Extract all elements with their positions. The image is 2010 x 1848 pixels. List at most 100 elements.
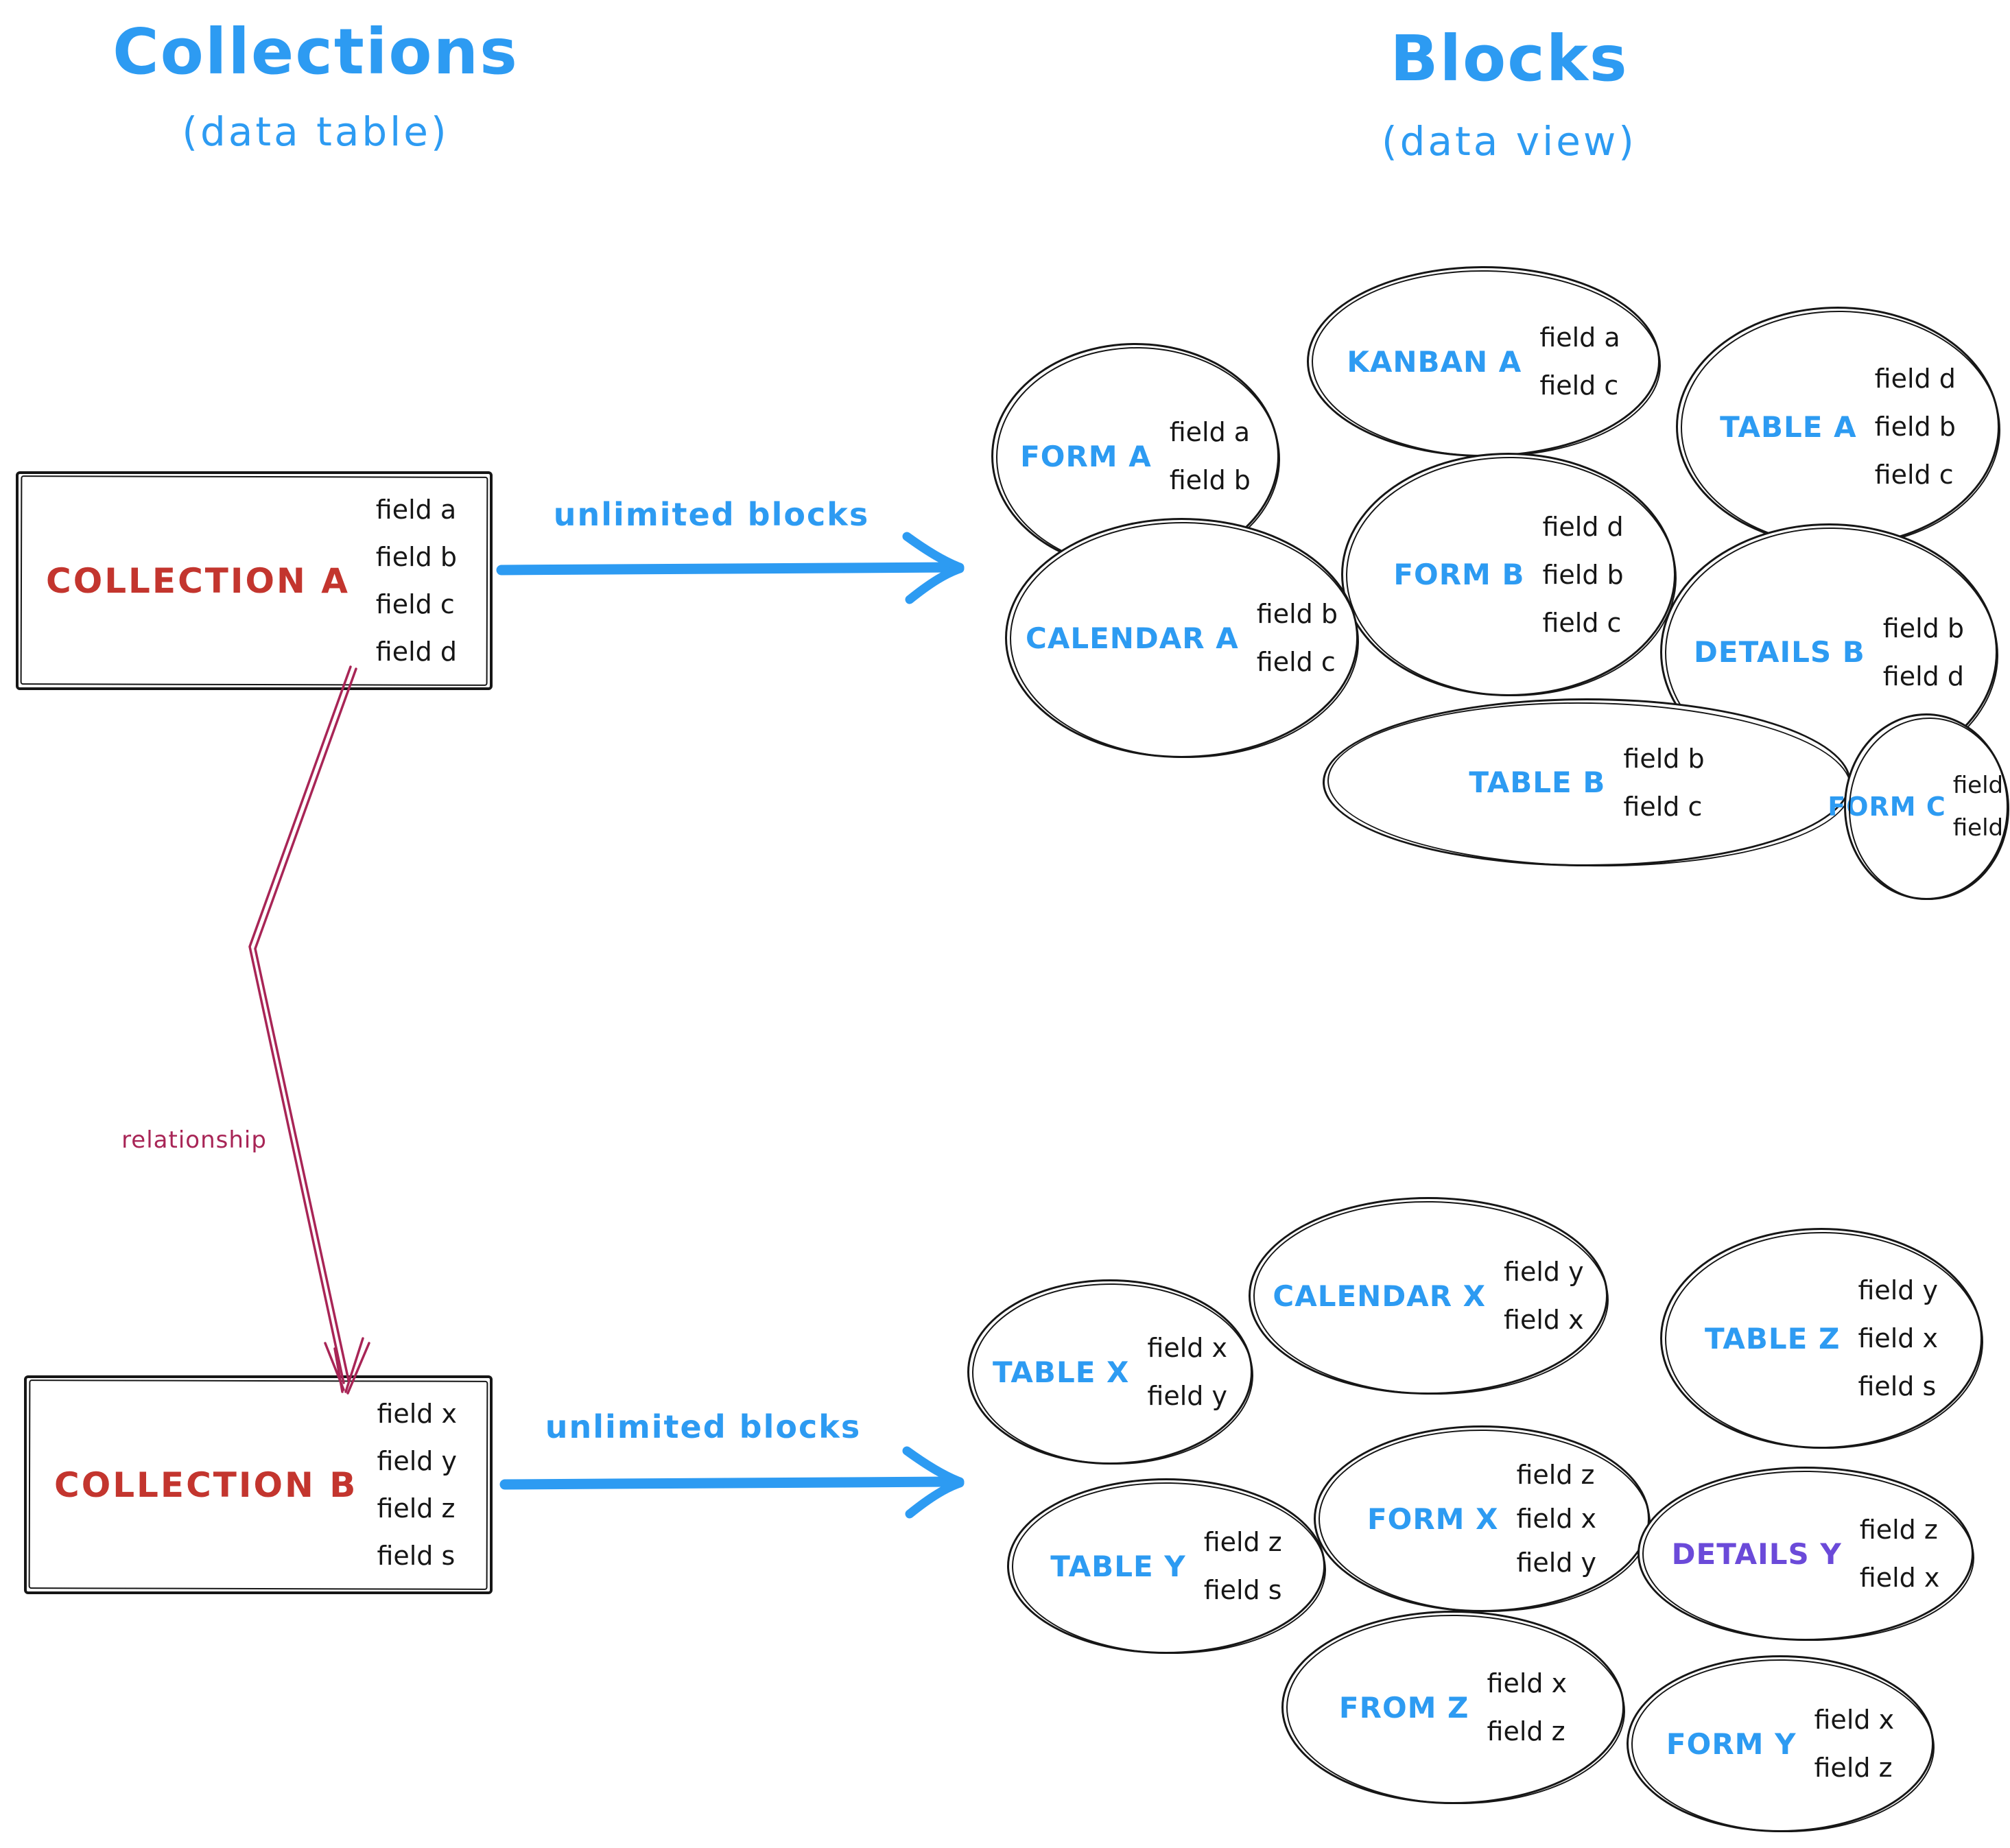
block-field: field c bbox=[1256, 647, 1336, 677]
blocks-subtitle: (data view) bbox=[1382, 118, 1637, 165]
block-fields: field a field c bbox=[1953, 764, 2010, 849]
block-field: field s bbox=[1858, 1371, 1937, 1401]
block-kanban-a: KANBAN A field a field c bbox=[1307, 266, 1660, 457]
unlimited-blocks-label-b: unlimited blocks bbox=[545, 1408, 862, 1445]
block-table-y: TABLE Y field z field s bbox=[1007, 1478, 1325, 1654]
block-label: TABLE Y bbox=[1050, 1549, 1186, 1583]
block-fields: field b field d bbox=[1883, 604, 1964, 700]
block-field: field z bbox=[1859, 1515, 1938, 1545]
block-fields: field z field x field y bbox=[1516, 1453, 1596, 1585]
block-field: field b bbox=[1169, 465, 1251, 495]
collection-field: field x bbox=[377, 1398, 457, 1429]
block-label: FORM X bbox=[1367, 1502, 1499, 1536]
collection-field: field a bbox=[375, 494, 457, 525]
block-field: field y bbox=[1858, 1275, 1938, 1305]
collection-a-fields: field a field b field c field d bbox=[376, 486, 457, 676]
block-field: field c bbox=[1539, 370, 1619, 401]
unlimited-blocks-arrow-a bbox=[496, 532, 965, 604]
collection-field: field z bbox=[377, 1493, 456, 1524]
block-field: field b bbox=[1882, 613, 1964, 643]
collection-b-fields: field x field y field z field s bbox=[377, 1390, 457, 1580]
block-label: TABLE A bbox=[1720, 410, 1857, 444]
block-field: field z bbox=[1516, 1460, 1595, 1490]
block-field: field a bbox=[1539, 322, 1620, 353]
block-label: DETAILS B bbox=[1694, 635, 1865, 669]
collection-field: field b bbox=[375, 541, 457, 572]
block-field: field x bbox=[1504, 1305, 1584, 1335]
block-label: KANBAN A bbox=[1347, 344, 1522, 379]
block-fields: field a field b bbox=[1170, 408, 1251, 504]
block-field: field c bbox=[1952, 814, 2010, 842]
block-form-c: FORM C field a field c bbox=[1828, 713, 2010, 900]
block-fields: field x field y bbox=[1147, 1324, 1227, 1420]
block-field: field b bbox=[1874, 412, 1956, 442]
block-label: FORM A bbox=[1020, 439, 1152, 473]
block-form-x: FORM X field z field x field y bbox=[1314, 1425, 1650, 1612]
block-field: field x bbox=[1859, 1563, 1940, 1593]
block-field: field s bbox=[1203, 1575, 1282, 1605]
collection-field: field c bbox=[375, 589, 455, 619]
unlimited-blocks-arrow-b bbox=[499, 1446, 965, 1519]
collection-field: field d bbox=[375, 636, 457, 667]
block-fields: field a field c bbox=[1539, 313, 1620, 410]
block-fields: field b field c bbox=[1623, 735, 1704, 831]
block-field: field b bbox=[1623, 743, 1705, 774]
block-label: CALENDAR X bbox=[1273, 1279, 1487, 1313]
block-field: field d bbox=[1874, 364, 1956, 394]
block-field: field x bbox=[1487, 1668, 1568, 1698]
block-label: FORM B bbox=[1393, 558, 1525, 591]
block-fields: field x field z bbox=[1814, 1696, 1895, 1792]
collection-field: field y bbox=[377, 1445, 457, 1476]
relationship-label: relationship bbox=[121, 1126, 267, 1154]
block-field: field z bbox=[1814, 1753, 1893, 1783]
block-from-z: FROM Z field x field z bbox=[1281, 1611, 1624, 1804]
block-table-a: TABLE A field d field b field c bbox=[1676, 307, 2000, 547]
block-fields: field d field b field c bbox=[1875, 355, 1956, 499]
block-fields: field z field x bbox=[1860, 1506, 1940, 1602]
collections-subtitle: (data table) bbox=[182, 108, 449, 155]
block-table-x: TABLE X field x field y bbox=[967, 1279, 1253, 1465]
collection-field: field s bbox=[377, 1540, 456, 1571]
block-fields: field z field s bbox=[1204, 1518, 1282, 1614]
block-fields: field d field b field c bbox=[1542, 503, 1623, 647]
block-label: FROM Z bbox=[1338, 1690, 1469, 1725]
unlimited-blocks-label-a: unlimited blocks bbox=[553, 496, 870, 533]
block-table-z: TABLE Z field y field x field s bbox=[1660, 1228, 1983, 1449]
block-field: field y bbox=[1147, 1381, 1227, 1411]
block-fields: field x field z bbox=[1487, 1659, 1568, 1755]
block-field: field a bbox=[1169, 417, 1251, 447]
block-field: field c bbox=[1542, 607, 1622, 638]
block-field: field z bbox=[1203, 1527, 1282, 1557]
block-label: TABLE X bbox=[993, 1355, 1130, 1389]
relationship-arrow bbox=[248, 665, 370, 1395]
block-field: field x bbox=[1147, 1333, 1227, 1363]
block-fields: field y field x field s bbox=[1858, 1266, 1938, 1410]
block-field: field z bbox=[1487, 1716, 1565, 1746]
block-calendar-x: CALENDAR X field y field x bbox=[1249, 1197, 1608, 1395]
block-label: DETAILS Y bbox=[1671, 1537, 1842, 1571]
block-field: field x bbox=[1516, 1504, 1597, 1534]
collection-b-label: COLLECTION B bbox=[54, 1465, 358, 1505]
block-field: field x bbox=[1814, 1705, 1895, 1735]
block-calendar-a: CALENDAR A field b field c bbox=[1005, 518, 1358, 758]
block-table-b: TABLE B field b field c bbox=[1323, 698, 1851, 866]
block-field: field d bbox=[1882, 661, 1964, 691]
block-field: field y bbox=[1516, 1548, 1597, 1578]
block-field: field b bbox=[1542, 559, 1624, 590]
block-field: field a bbox=[1952, 772, 2010, 799]
block-field: field b bbox=[1256, 599, 1338, 629]
block-field: field c bbox=[1874, 460, 1954, 490]
collection-a-label: COLLECTION A bbox=[46, 560, 350, 601]
block-field: field x bbox=[1858, 1323, 1938, 1353]
block-label: TABLE B bbox=[1469, 766, 1606, 799]
blocks-title: Blocks bbox=[1390, 22, 1629, 95]
block-field: field c bbox=[1623, 791, 1703, 822]
block-label: FORM Y bbox=[1666, 1727, 1797, 1761]
block-form-b: FORM B field d field b field c bbox=[1341, 453, 1676, 696]
block-field: field d bbox=[1542, 511, 1624, 542]
block-label: TABLE Z bbox=[1705, 1321, 1841, 1355]
block-details-y: DETAILS Y field z field x bbox=[1637, 1467, 1974, 1641]
block-label: FORM C bbox=[1828, 792, 1946, 822]
block-label: CALENDAR A bbox=[1026, 621, 1239, 655]
